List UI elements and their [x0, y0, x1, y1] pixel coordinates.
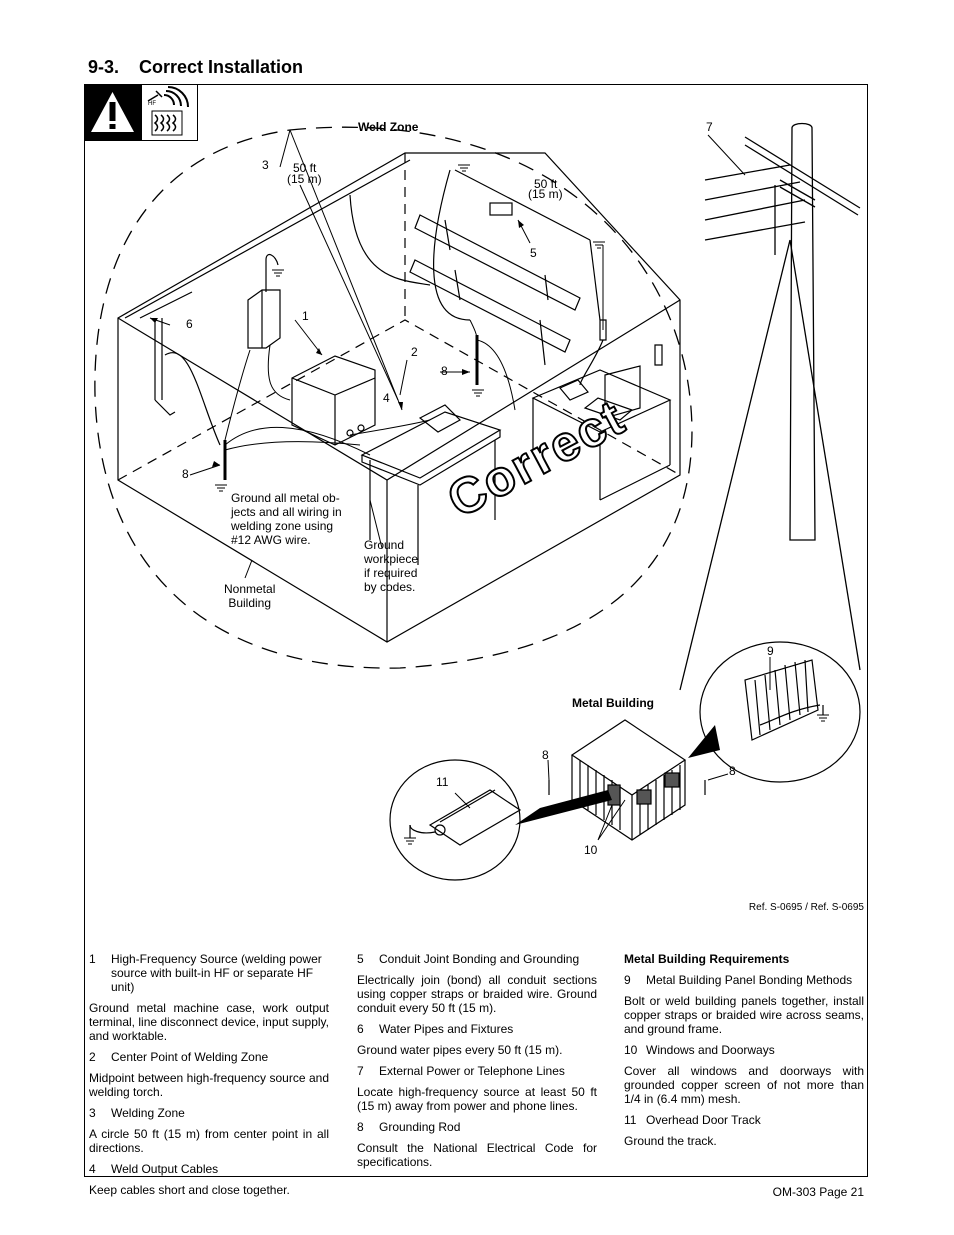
- callout-5: 5: [530, 246, 537, 260]
- legend-item: 11 Overhead Door Track: [624, 1113, 864, 1127]
- callout-8-metal-left: 8: [542, 748, 549, 762]
- legend-description: A circle 50 ft (15 m) from center point …: [89, 1127, 329, 1155]
- workpiece-note: Ground workpiece if required by codes.: [364, 538, 419, 594]
- page-footer: OM-303 Page 21: [772, 1185, 864, 1199]
- callout-8-left: 8: [182, 467, 189, 481]
- callout-1: 1: [302, 309, 309, 323]
- legend-description: Keep cables short and close together.: [89, 1183, 290, 1197]
- callout-2: 2: [411, 345, 418, 359]
- legend-item-title: High-Frequency Source (welding power sou…: [111, 952, 322, 994]
- high-frequency-icon: HF: [141, 84, 198, 141]
- legend-item-title: Conduit Joint Bonding and Grounding: [379, 952, 580, 966]
- callout-10: 10: [584, 843, 598, 857]
- hf-wall-unit: [247, 253, 281, 349]
- callout-11: 11: [436, 775, 449, 789]
- legend-item: 3 Welding Zone: [89, 1106, 329, 1120]
- door-track-detail: [389, 759, 522, 881]
- distance-left-ft: 50 ft: [293, 161, 317, 175]
- legend-item-number: 1: [89, 952, 96, 966]
- legend-item-number: 5: [357, 952, 364, 966]
- welding-zone-circle: [94, 126, 693, 669]
- callout-7: 7: [706, 120, 713, 134]
- callout-8-metal-right: 8: [729, 764, 736, 778]
- legend-description: Ground metal machine case, work output t…: [89, 1001, 329, 1043]
- legend-item-title: Grounding Rod: [379, 1120, 461, 1134]
- legend-item-number: 2: [89, 1050, 96, 1064]
- legend-item-number: 6: [357, 1022, 364, 1036]
- warning-triangle-icon: [84, 84, 141, 141]
- legend-description: Midpoint between high-frequency source a…: [89, 1071, 329, 1099]
- leader-lines: [149, 129, 746, 579]
- ground-symbol-icons: [215, 164, 829, 845]
- utility-pole: [679, 122, 861, 691]
- callout-6: 6: [186, 317, 193, 331]
- legend-column-3: Metal Building Requirements 9 Metal Buildi…: [624, 952, 864, 1155]
- wall-shelves: [409, 169, 601, 366]
- legend-description: Cover all windows and doorways with grou…: [624, 1064, 864, 1106]
- desk-with-computer: [531, 319, 672, 501]
- water-pipe: [139, 291, 221, 446]
- work-table: [360, 404, 502, 565]
- hf-glyph: HF: [148, 101, 156, 107]
- legend-item: 9 Metal Building Panel Bonding Methods: [624, 973, 864, 987]
- legend-item-title: Windows and Doorways: [646, 1043, 775, 1057]
- legend-item-number: 10: [624, 1043, 638, 1057]
- legend-item-title: Weld Output Cables: [111, 1162, 219, 1176]
- legend-item: 4 Weld Output Cables: [89, 1162, 329, 1176]
- legend-item: 1 High-Frequency Source (welding power so…: [89, 952, 329, 994]
- legend-description: Electrically join (bond) all conduit sec…: [357, 973, 597, 1015]
- arrowheads: [150, 220, 524, 467]
- grounding-rods: [223, 335, 479, 480]
- callout-9: 9: [767, 644, 774, 658]
- reference-numbers: Ref. S-0695 / Ref. S-0695: [748, 902, 864, 913]
- legend-item: 8 Grounding Rod: [357, 1120, 597, 1134]
- legend-description: Ground the track.: [624, 1134, 717, 1148]
- legend-item-title: Welding Zone: [111, 1106, 185, 1120]
- legend-item-number: 11: [624, 1113, 637, 1127]
- legend-column-1: 1 High-Frequency Source (welding power so…: [89, 952, 329, 1204]
- callout-8-room: 8: [441, 364, 448, 378]
- legend-item: 5 Conduit Joint Bonding and Grounding: [357, 952, 597, 966]
- distance-right-m: (15 m): [528, 187, 563, 201]
- legend-heading: Metal Building Requirements: [624, 952, 790, 966]
- distance-right-ft: 50 ft: [534, 177, 558, 191]
- legend-item-title: Metal Building Panel Bonding Methods: [646, 973, 853, 987]
- section-heading: 9-3. Correct Installation: [88, 57, 303, 78]
- legend-item-number: 3: [89, 1106, 96, 1120]
- legend-item: 6 Water Pipes and Fixtures: [357, 1022, 597, 1036]
- legend-item-number: 7: [357, 1064, 364, 1078]
- legend-item-title: External Power or Telephone Lines: [379, 1064, 565, 1078]
- distance-left-m: (15 m): [287, 172, 322, 186]
- legend-description: Bolt or weld building panels together, i…: [624, 994, 864, 1036]
- legend-description: Locate high-frequency source at least 50…: [357, 1085, 597, 1113]
- legend-item: 2 Center Point of Welding Zone: [89, 1050, 329, 1064]
- ground-wires: [224, 245, 604, 456]
- nonmetal-building-label: Nonmetal Building: [224, 582, 276, 610]
- callout-4: 4: [383, 391, 390, 405]
- warning-symbols: HF: [84, 84, 198, 141]
- legend-item-number: 4: [89, 1162, 96, 1176]
- welding-power-source: [291, 355, 376, 446]
- legend-description: Ground water pipes every 50 ft (15 m).: [357, 1043, 563, 1057]
- section-title: Correct Installation: [139, 57, 304, 77]
- figure-frame: [84, 84, 868, 1177]
- legend-item: 10 Windows and Doorways: [624, 1043, 864, 1057]
- legend-item-title: Overhead Door Track: [646, 1113, 761, 1127]
- legend-item-number: 9: [624, 973, 631, 987]
- section-number: 9-3.: [88, 57, 120, 77]
- legend-description: Consult the National Electrical Code for…: [357, 1141, 597, 1169]
- metal-building-label: Metal Building: [572, 696, 654, 710]
- nonmetal-building-room: [117, 152, 681, 643]
- legend-item-title: Center Point of Welding Zone: [111, 1050, 269, 1064]
- callout-3: 3: [262, 158, 269, 172]
- legend-item-number: 8: [357, 1120, 364, 1134]
- legend-item-title: Water Pipes and Fixtures: [379, 1022, 514, 1036]
- weld-zone-label: Weld Zone: [358, 120, 419, 134]
- metal-building: [548, 719, 706, 841]
- ground-note: Ground all metal ob- jects and all wirin…: [231, 491, 342, 547]
- panel-bonding-detail: [699, 641, 861, 783]
- legend-item: 7 External Power or Telephone Lines: [357, 1064, 597, 1078]
